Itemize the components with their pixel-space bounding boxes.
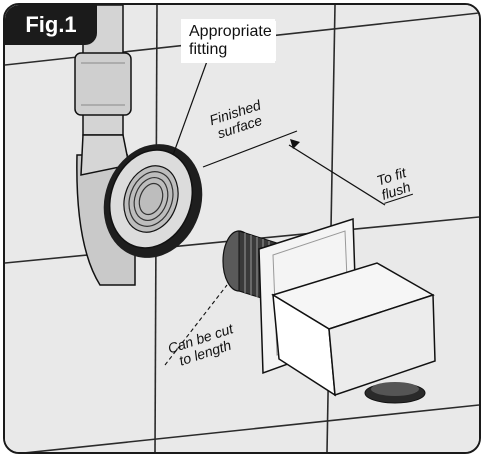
callout-fitting-line1: Appropriate bbox=[189, 23, 272, 40]
installation-diagram bbox=[5, 5, 479, 452]
callout-fitting: Appropriate fitting bbox=[185, 21, 276, 61]
leader-lines bbox=[172, 52, 386, 206]
outlet-body bbox=[271, 262, 436, 397]
callout-fitting-line2: fitting bbox=[189, 41, 228, 58]
outlet-nozzle bbox=[364, 382, 426, 404]
figure-frame: Fig.1 Appropriate fitting Finished surfa… bbox=[3, 3, 481, 454]
arrow-head bbox=[290, 139, 300, 149]
figure-label: Fig.1 bbox=[5, 5, 97, 45]
wall-elbow-fitting bbox=[103, 144, 203, 258]
length-guide-line bbox=[164, 284, 228, 366]
